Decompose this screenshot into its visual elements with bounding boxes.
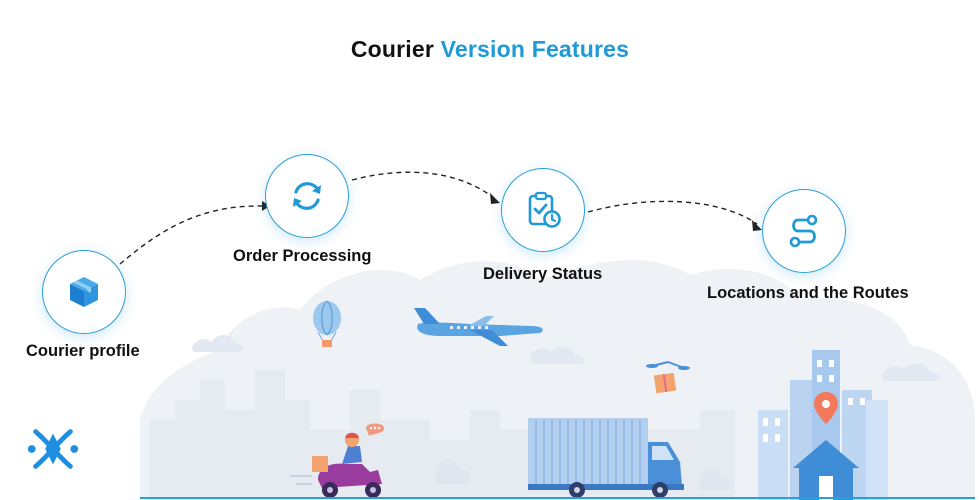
cloud-right (882, 363, 940, 381)
brand-logo-icon (27, 429, 79, 469)
step-circle-order-processing (265, 154, 349, 238)
step-label-delivery-status: Delivery Status (483, 265, 603, 283)
connector-2 (351, 171, 495, 199)
step-label-order-processing: Order Processing (233, 247, 372, 265)
delivery-truck-icon (528, 418, 684, 498)
connector-3 (587, 200, 758, 225)
title-accent: Version Features (440, 36, 630, 62)
step-circle-courier-profile (42, 250, 126, 334)
step-circle-locations-routes (762, 189, 846, 273)
hot-air-balloon-icon (313, 300, 341, 347)
title-prefix: Courier (350, 36, 435, 62)
box-icon (70, 277, 98, 307)
refresh-icon (293, 182, 321, 210)
checklist-clock-icon (528, 191, 561, 228)
connector-1 (119, 205, 263, 265)
cloud-center (530, 347, 585, 364)
drone-parcel-icon (646, 361, 690, 394)
airplane-icon (414, 308, 543, 346)
cloud-left (192, 334, 243, 352)
step-label-locations-routes: Locations and the Routes (707, 284, 909, 302)
arrowhead-3 (752, 220, 762, 231)
bush-center (436, 459, 471, 484)
city-buildings-icon (758, 350, 888, 500)
page-title: Courier Version Features (0, 36, 980, 63)
scooter-rider-icon (290, 423, 384, 498)
bush-right (700, 469, 733, 490)
route-icon (789, 214, 818, 248)
step-label-courier-profile: Courier profile (26, 342, 140, 360)
arrowhead-2 (490, 193, 500, 204)
step-circle-delivery-status (501, 168, 585, 252)
